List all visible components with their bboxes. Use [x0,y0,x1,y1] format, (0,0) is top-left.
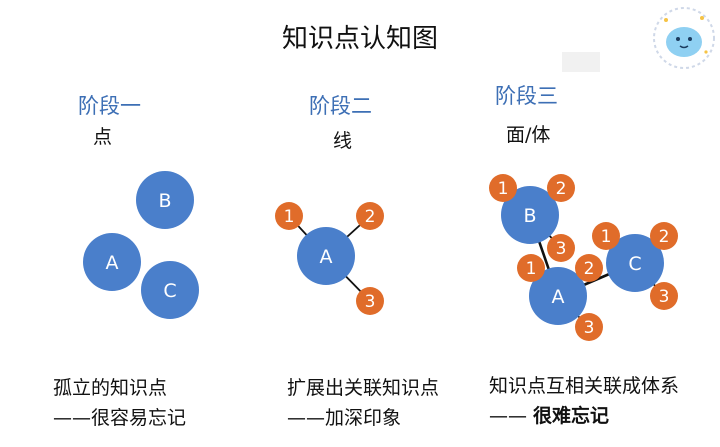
node-label-a: A [552,286,565,308]
stage-3-caption-prefix: —— [489,405,534,427]
node-label-a: A [320,246,333,268]
node-label-b: B [523,205,536,227]
stage-1-graph: B A C [83,171,199,319]
stage-1-sub: 点 [93,126,113,148]
stage-2-caption-line1: 扩展出关联知识点 [287,377,440,399]
node-label-b: B [158,190,171,212]
stage-1-caption-line2: ——很容易忘记 [53,407,187,429]
node-b1 [489,174,517,202]
node-label-a1: 1 [284,207,295,227]
grey-placeholder [562,52,600,72]
mascot-icon [653,7,715,69]
stage-1-label: 阶段一 [78,94,141,118]
stage-2-graph: A 1 2 3 [275,202,384,315]
node-c2 [650,222,678,250]
node-a1 [517,254,545,282]
stage-1-caption: 孤立的知识点 ——很容易忘记 [53,373,186,433]
node-a [297,227,355,285]
node-label-c: C [628,253,641,275]
node-c [141,261,199,319]
node-a [529,267,587,325]
node-a3 [575,313,603,341]
node-a1 [275,202,303,230]
node-label-a3: 3 [365,292,376,312]
node-label-c2: 2 [659,227,670,247]
diagram-title: 知识点认知图 [281,24,438,54]
stage-2-sub: 线 [333,130,353,152]
node-b3 [547,234,575,262]
node-label-c: C [163,280,176,302]
stage-2-caption: 扩展出关联知识点 ——加深印象 [287,373,439,433]
node-label-c3: 3 [659,287,670,307]
stage-3-caption-line1: 知识点互相关联成体系 [489,375,680,397]
node-a [83,233,141,291]
node-label-b2: 2 [556,179,567,199]
node-label-a2: 2 [365,207,376,227]
node-b2 [547,174,575,202]
node-a2 [575,254,603,282]
node-label-c1: 1 [601,227,612,247]
node-label-a: A [106,252,119,274]
node-b [501,186,559,244]
stage-3-caption: 知识点互相关联成体系 —— 很难忘记 [489,371,679,431]
node-label-a3: 3 [584,318,595,338]
stage-2-label: 阶段二 [309,94,372,118]
stage-3-caption-line2: —— 很难忘记 [489,401,679,431]
node-b [136,171,194,229]
stage-3-sub: 面/体 [506,124,551,146]
node-c1 [592,222,620,250]
node-label-a1: 1 [526,259,537,279]
stage-1-caption-line1: 孤立的知识点 [53,377,168,399]
stage-3-caption-strong: 很难忘记 [533,405,610,427]
node-a3 [356,287,384,315]
stage-3-label: 阶段三 [495,84,558,108]
stage-2-caption-line2: ——加深印象 [287,407,402,429]
node-label-b3: 3 [556,239,567,259]
node-label-b1: 1 [498,179,509,199]
node-label-a2: 2 [584,259,595,279]
node-c [606,234,664,292]
node-a2 [356,202,384,230]
node-c3 [650,282,678,310]
